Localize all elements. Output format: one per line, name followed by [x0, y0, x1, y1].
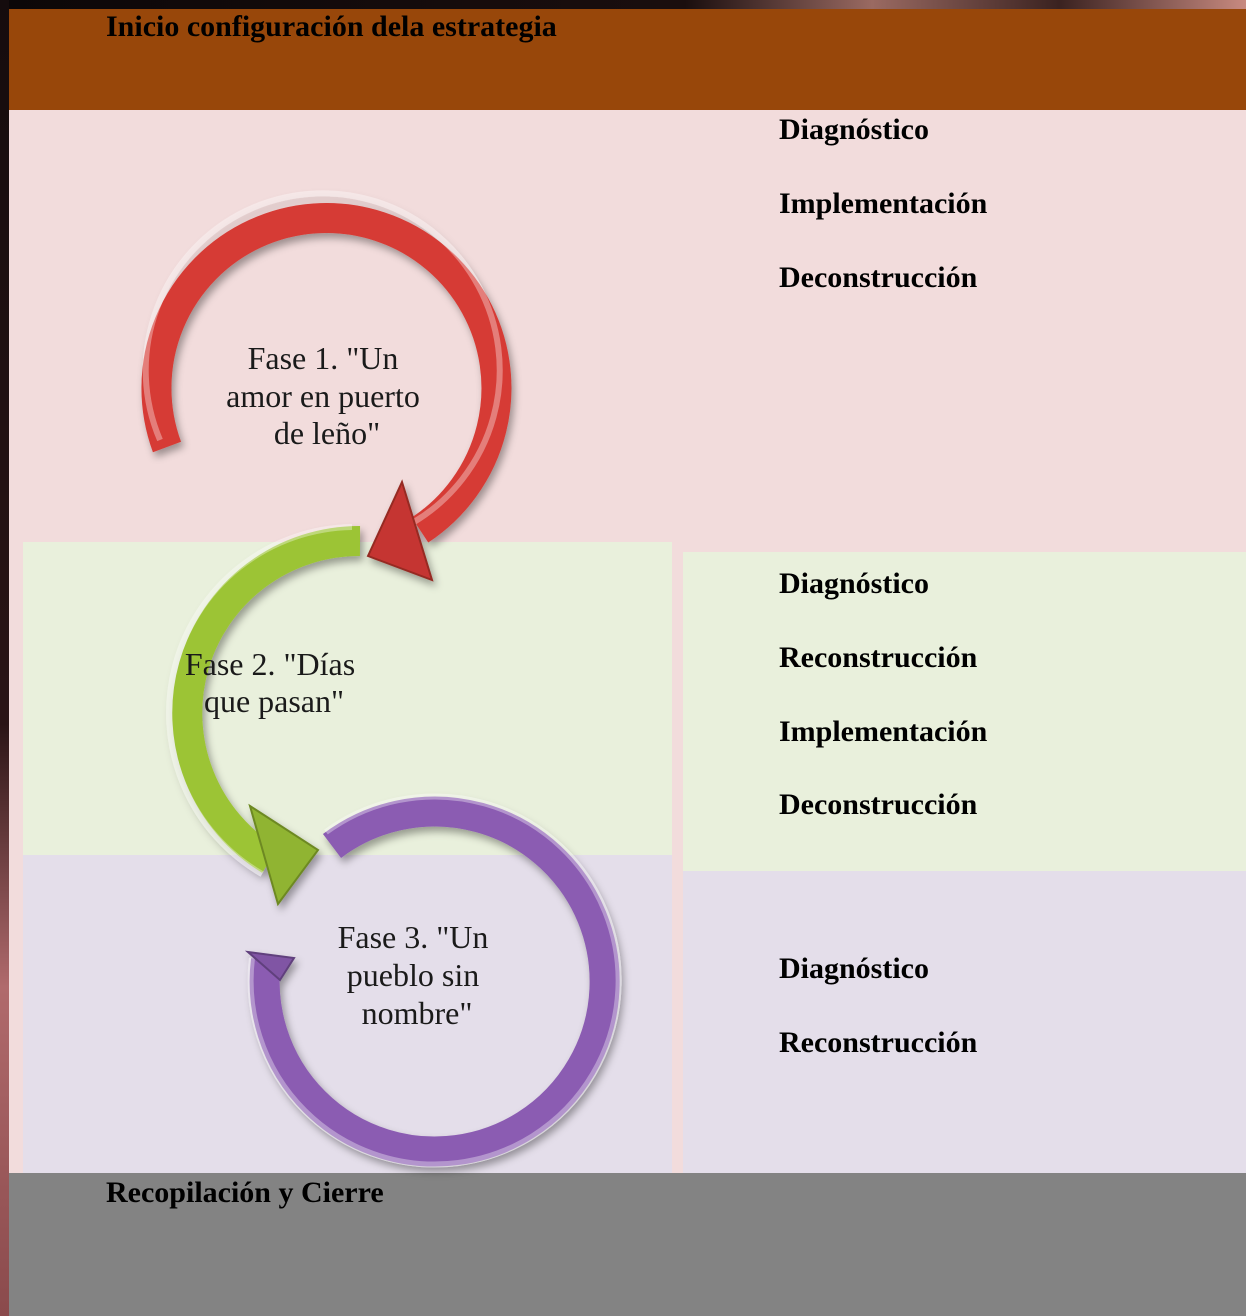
phase-3-label: Fase 3. "Un pueblo sin nombre"	[338, 919, 497, 1031]
phase-3-arrow	[244, 793, 622, 1168]
header-title: Inicio configuración dela estrategia	[106, 10, 557, 43]
phase-1-step-2: Implementación	[779, 187, 988, 220]
footer-title: Recopilación y Cierre	[106, 1176, 384, 1209]
phase-1-label-line-3: de leño"	[274, 415, 380, 451]
phase-2-step-1: Diagnóstico	[779, 567, 929, 600]
phase-2-label: Fase 2. "Días que pasan"	[185, 646, 363, 719]
phase-3-step-1: Diagnóstico	[779, 952, 929, 985]
phase-3-band-right	[683, 871, 1246, 1173]
phase-3-label-line-1: Fase 3. "Un	[338, 919, 489, 955]
phase-3-label-line-2: pueblo sin	[347, 957, 479, 993]
phase-2-step-2: Reconstrucción	[779, 641, 978, 674]
header-band	[9, 9, 1246, 110]
phase-2-label-line-2: que pasan"	[204, 683, 344, 719]
phase-2-step-4: Deconstrucción	[779, 788, 978, 821]
phase-2-band-left	[23, 542, 672, 855]
phase-1-label: Fase 1. "Un amor en puerto de leño"	[226, 340, 428, 451]
phase-2-label-line-1: Fase 2. "Días	[185, 646, 355, 682]
phase-1-label-line-1: Fase 1. "Un	[248, 340, 399, 376]
phase-2-band-right	[683, 552, 1246, 871]
phase-1-step-3: Deconstrucción	[779, 261, 978, 294]
phase-1-arrow	[141, 190, 512, 582]
footer-band	[9, 1173, 1246, 1316]
phase-2-step-3: Implementación	[779, 715, 988, 748]
phase-3-step-2: Reconstrucción	[779, 1026, 978, 1059]
phase-3-label-line-3: nombre"	[362, 995, 473, 1031]
phase-2-arrow	[166, 524, 361, 907]
phase-1-label-line-2: amor en puerto	[226, 378, 420, 414]
phase-1-step-1: Diagnóstico	[779, 113, 929, 146]
